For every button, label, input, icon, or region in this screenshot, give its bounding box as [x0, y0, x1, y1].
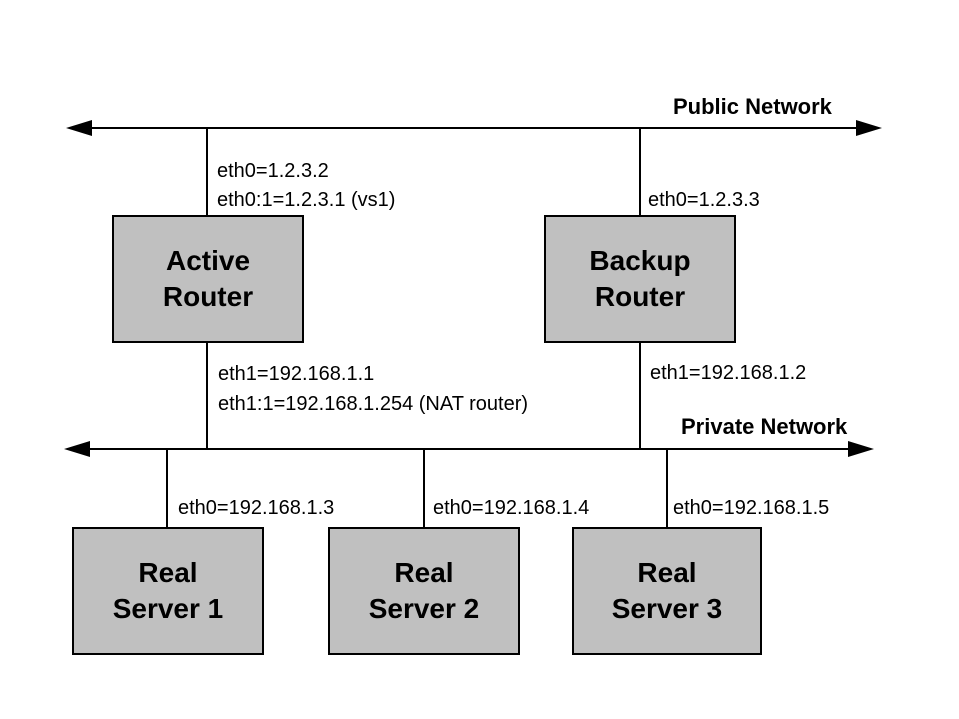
- node-label-line2: Server 2: [368, 593, 480, 624]
- active-router-private-interfaces: eth1=192.168.1.1 eth1:1=192.168.1.254 (N…: [218, 359, 528, 419]
- backup-router-public-interfaces: eth0=1.2.3.3: [648, 186, 760, 215]
- private-network-arrow-right-icon: [848, 441, 874, 457]
- real-server-3-node: Real Server 3: [572, 527, 762, 655]
- interface-label: eth0:1=1.2.3.1 (vs1): [217, 189, 396, 211]
- connector-backup-router-to-private: [639, 343, 641, 449]
- backup-router-node: Backup Router: [544, 215, 736, 343]
- private-network-line: [86, 448, 852, 450]
- connector-public-to-backup-router: [639, 129, 641, 215]
- public-network-line: [88, 127, 860, 129]
- interface-label: eth1=192.168.1.2: [650, 362, 807, 384]
- node-label-line2: Server 3: [611, 593, 723, 624]
- real-server-2-node: Real Server 2: [328, 527, 520, 655]
- node-label-line1: Real: [394, 557, 454, 588]
- interface-label: eth0=1.2.3.2: [217, 160, 329, 182]
- public-network-arrow-right-icon: [856, 120, 882, 136]
- public-network-label: Public Network: [673, 94, 832, 119]
- connector-active-router-to-private: [206, 343, 208, 449]
- active-router-node: Active Router: [112, 215, 304, 343]
- server-3-interface-label: eth0=192.168.1.5: [673, 497, 830, 519]
- interface-label: eth0=1.2.3.3: [648, 189, 760, 211]
- interface-label: eth1:1=192.168.1.254 (NAT router): [218, 393, 529, 415]
- connector-private-to-server-2: [423, 450, 425, 527]
- connector-private-to-server-3: [666, 450, 668, 527]
- node-label-line1: Active: [165, 245, 251, 276]
- connector-private-to-server-1: [166, 450, 168, 527]
- private-network-arrow-left-icon: [64, 441, 90, 457]
- connector-public-to-active-router: [206, 129, 208, 215]
- server-1-interface-label: eth0=192.168.1.3: [178, 497, 335, 519]
- active-router-public-interfaces: eth0=1.2.3.2 eth0:1=1.2.3.1 (vs1): [217, 157, 395, 215]
- node-label-line1: Real: [138, 557, 198, 588]
- server-2-interface-label: eth0=192.168.1.4: [433, 497, 590, 519]
- real-server-1-node: Real Server 1: [72, 527, 264, 655]
- node-label-line2: Server 1: [112, 593, 224, 624]
- node-label-line1: Real: [637, 557, 697, 588]
- node-label-line2: Router: [594, 281, 686, 312]
- private-network-label: Private Network: [681, 414, 848, 439]
- node-label-line1: Backup: [589, 245, 691, 276]
- interface-label: eth1=192.168.1.1: [218, 363, 375, 385]
- backup-router-private-interfaces: eth1=192.168.1.2: [650, 359, 806, 388]
- node-label-line2: Router: [162, 281, 254, 312]
- public-network-arrow-left-icon: [66, 120, 92, 136]
